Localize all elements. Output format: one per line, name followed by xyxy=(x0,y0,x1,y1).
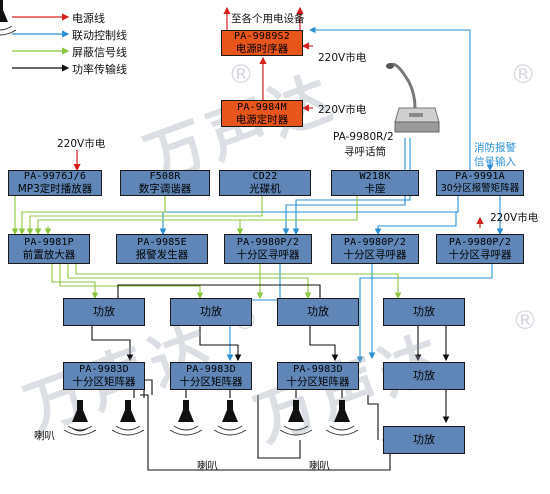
speaker-label: 喇叭 xyxy=(34,430,55,442)
mp3-player-box: PA-9976J/6 MP3定时播放器 xyxy=(8,170,102,196)
mic-name-label: 寻呼话筒 xyxy=(344,146,386,158)
speaker-icon xyxy=(71,427,89,432)
zone-matrix-3-box: PA-9983D 十分区矩阵器 xyxy=(277,362,359,390)
speaker-icon xyxy=(0,0,17,36)
cd-player-box: CD22 光碟机 xyxy=(219,170,311,196)
mains-label: 220V市电 xyxy=(318,52,367,64)
alarm-matrix-30-box: PA-9991A 30分区报警矩阵器 xyxy=(436,170,524,196)
preamp-box: PA-9981P 前置放大器 xyxy=(8,234,90,264)
legend-power-line: 电源线 xyxy=(72,12,105,25)
alarm-generator-box: PA-9985E 报警发生器 xyxy=(116,234,208,264)
legend-signal-line: 屏蔽信号线 xyxy=(72,46,127,59)
to-equipment-label: 至各个用电设备 xyxy=(231,13,305,25)
legend-control-line: 联动控制线 xyxy=(72,29,127,42)
power-regulator-box: PA-9984M 电源定时器 xyxy=(221,100,303,127)
speaker-label: 喇叭 xyxy=(197,460,218,472)
zone-matrix-1-box: PA-9983D 十分区矩阵器 xyxy=(63,362,145,390)
legend-lines xyxy=(12,13,70,72)
legend-transmission-line: 功率传输线 xyxy=(72,63,127,76)
fire-alarm-label: 信号输入 xyxy=(474,156,516,168)
paging-microphone-icon xyxy=(386,63,440,133)
amplifier-box: 功放 xyxy=(63,298,145,326)
mains-label: 220V市电 xyxy=(57,138,106,150)
mains-label: 220V市电 xyxy=(490,212,539,224)
speaker-label: 喇叭 xyxy=(309,460,330,472)
fire-alarm-label: 消防报警 xyxy=(474,142,516,154)
zone-matrix-2-box: PA-9983D 十分区矩阵器 xyxy=(170,362,252,390)
tape-deck-box: W218K 卡座 xyxy=(331,170,419,196)
amplifier-box: 功放 xyxy=(277,298,359,326)
mic-model-label: PA-9980R/2 xyxy=(333,131,394,143)
paging-station-3-box: PA-9980P/2 十分区寻呼器 xyxy=(436,234,524,264)
power-lines xyxy=(73,6,484,228)
amplifier-box: 功放 xyxy=(383,362,465,390)
watermark-registered-mark: ® xyxy=(510,60,536,90)
amplifier-box: 功放 xyxy=(383,298,465,326)
signal-lines xyxy=(11,196,402,300)
watermark-registered-mark: ® xyxy=(228,60,254,90)
power-sequencer-box: PA-9989S2 电源时序器 xyxy=(221,30,303,56)
tuner-box: F508R 数字调谐器 xyxy=(120,170,210,196)
watermark-registered-mark: ® xyxy=(512,306,538,336)
mains-label: 220V市电 xyxy=(318,104,367,116)
amplifier-box: 功放 xyxy=(170,298,252,326)
paging-station-1-box: PA-9980P/2 十分区寻呼器 xyxy=(224,234,312,264)
paging-station-2-box: PA-9980P/2 十分区寻呼器 xyxy=(331,234,419,264)
amplifier-box: 功放 xyxy=(383,426,465,454)
